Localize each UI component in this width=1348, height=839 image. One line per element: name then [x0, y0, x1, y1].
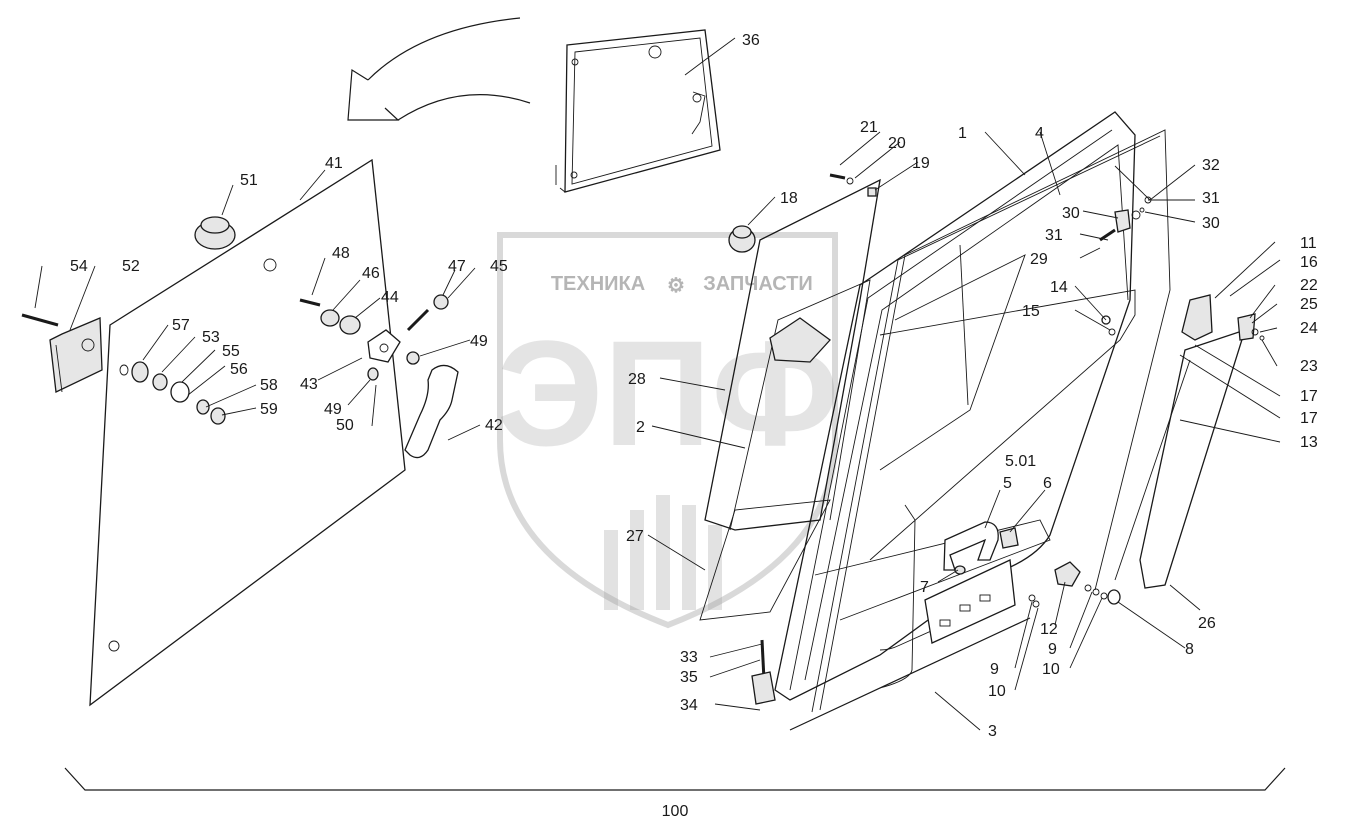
callout-47: 47: [448, 258, 466, 275]
watermark-gear-icon: ⚙: [667, 275, 685, 297]
callout-27: 27: [626, 528, 644, 545]
callout-10-right: 10: [1042, 661, 1060, 678]
callout-3: 3: [988, 723, 997, 740]
callout-41: 41: [325, 155, 343, 172]
callout-34: 34: [680, 697, 698, 714]
watermark-wheat-icon: [604, 495, 722, 610]
lower-hinge-33: [751, 639, 776, 705]
glass-panel-41: [89, 158, 406, 707]
callout-31-left: 31: [1045, 227, 1063, 244]
side-window-36: [555, 29, 721, 193]
callout-49-lower: 49: [324, 401, 342, 418]
watermark-text-left: ТЕХНИКА: [551, 273, 645, 295]
callout-22: 22: [1300, 277, 1318, 294]
callout-44: 44: [381, 289, 399, 306]
hinge-52: [21, 313, 103, 393]
assembly-label: 100: [662, 803, 689, 820]
pivot-14: [1101, 315, 1116, 336]
callout-labels: 36 41 51 54 52 48 46 44 47 45 49 43 49 5…: [70, 32, 1318, 740]
callout-28: 28: [628, 371, 646, 388]
callout-54: 54: [70, 258, 88, 275]
callout-6: 6: [1043, 475, 1052, 492]
callout-49-upper: 49: [470, 333, 488, 350]
callout-501: 5.01: [1005, 453, 1036, 470]
callout-46: 46: [362, 265, 380, 282]
callout-59: 59: [260, 401, 278, 418]
callout-4: 4: [1035, 125, 1044, 142]
callout-56: 56: [230, 361, 248, 378]
callout-42: 42: [485, 417, 503, 434]
callout-30-right: 30: [1202, 215, 1220, 232]
callout-11: 11: [1300, 235, 1317, 252]
strut-bracket-11: [1181, 294, 1265, 341]
callout-8: 8: [1185, 641, 1194, 658]
callout-43: 43: [300, 376, 318, 393]
assembly-brace: [64, 767, 1286, 791]
callout-57: 57: [172, 317, 190, 334]
callout-10-left: 10: [988, 683, 1006, 700]
callout-23: 23: [1300, 358, 1318, 375]
callout-12: 12: [1040, 621, 1058, 638]
callout-5: 5: [1003, 475, 1012, 492]
top-bracket-hardware: [1099, 196, 1152, 242]
watermark-text-right: ЗАПЧАСТИ: [703, 273, 813, 295]
door-glass-28: [704, 178, 881, 531]
callout-20: 20: [888, 135, 906, 152]
callout-2: 2: [636, 419, 645, 436]
latch-12: [1028, 561, 1121, 608]
callout-53: 53: [202, 329, 220, 346]
callout-17-upper: 17: [1300, 388, 1318, 405]
callout-1: 1: [958, 125, 967, 142]
callout-50: 50: [336, 417, 354, 434]
knob-18: [728, 225, 756, 253]
callout-36: 36: [742, 32, 760, 49]
callout-26: 26: [1198, 615, 1216, 632]
watermark-shield: [497, 232, 838, 629]
callout-7: 7: [920, 579, 929, 596]
door-latch-assembly: [299, 294, 459, 459]
callout-9-right: 9: [1048, 641, 1057, 658]
callout-29: 29: [1030, 251, 1048, 268]
callout-58: 58: [260, 377, 278, 394]
callout-52: 52: [122, 258, 140, 275]
leader-lines: [34, 37, 1281, 731]
callout-19: 19: [912, 155, 930, 172]
gas-strut-13: [1114, 328, 1247, 589]
callout-33: 33: [680, 649, 698, 666]
callout-31-right: 31: [1202, 190, 1220, 207]
top-screw-21: [829, 173, 877, 197]
door-glass-2: [699, 499, 831, 621]
lock-hardware-stack: [119, 361, 226, 425]
watermark: ТЕХНИКА ⚙ ЗАПЧАСТИ ЭПФ: [497, 232, 839, 629]
inner-handle-5: [943, 521, 1019, 575]
callout-32: 32: [1202, 157, 1220, 174]
callout-14: 14: [1050, 279, 1068, 296]
callout-48: 48: [332, 245, 350, 262]
callout-25: 25: [1300, 296, 1318, 313]
lock-box: [924, 559, 1016, 644]
callout-16: 16: [1300, 254, 1318, 271]
bottom-rod-3: [789, 617, 1031, 731]
callout-15: 15: [1022, 303, 1040, 320]
door-seal-4: [811, 129, 1171, 713]
callout-51: 51: [240, 172, 258, 189]
callout-18: 18: [780, 190, 798, 207]
knob-51: [194, 216, 236, 250]
callout-17-lower: 17: [1300, 410, 1318, 427]
callout-13: 13: [1300, 434, 1318, 451]
callout-55: 55: [222, 343, 240, 360]
callout-24: 24: [1300, 320, 1318, 337]
callout-9-left: 9: [990, 661, 999, 678]
callout-30-left: 30: [1062, 205, 1080, 222]
callout-21: 21: [860, 119, 878, 136]
callout-35: 35: [680, 669, 698, 686]
glass-hinge-bracket: [769, 317, 831, 363]
callout-45: 45: [490, 258, 508, 275]
direction-arrow: [347, 17, 531, 121]
